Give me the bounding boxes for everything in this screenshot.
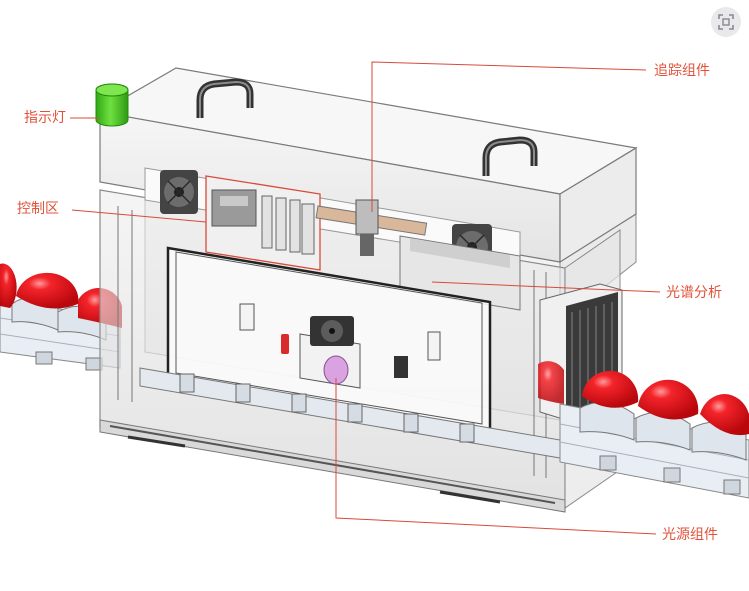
lid-handles	[196, 78, 538, 176]
fruit-right	[538, 361, 749, 436]
scan-button[interactable]	[711, 7, 741, 37]
label-light-source-assembly: 光源组件	[662, 527, 718, 543]
control-area-components	[205, 175, 321, 271]
label-indicator-light: 指示灯	[24, 110, 66, 126]
light-source-assembly	[299, 316, 408, 389]
leader-light-source	[335, 378, 657, 535]
internal-conveyor	[139, 367, 561, 459]
leader-tracking-assembly	[371, 61, 647, 212]
label-spectrum-analysis: 光谱分析	[666, 285, 722, 301]
scan-icon	[718, 14, 734, 30]
leader-spectrum-analysis	[431, 281, 661, 293]
leader-control-area	[71, 209, 207, 223]
fan-left	[160, 170, 198, 214]
indicator-light	[95, 83, 129, 127]
label-control-area: 控制区	[17, 201, 59, 217]
label-tracking-assembly: 追踪组件	[654, 63, 710, 79]
callout-lines	[70, 61, 661, 535]
